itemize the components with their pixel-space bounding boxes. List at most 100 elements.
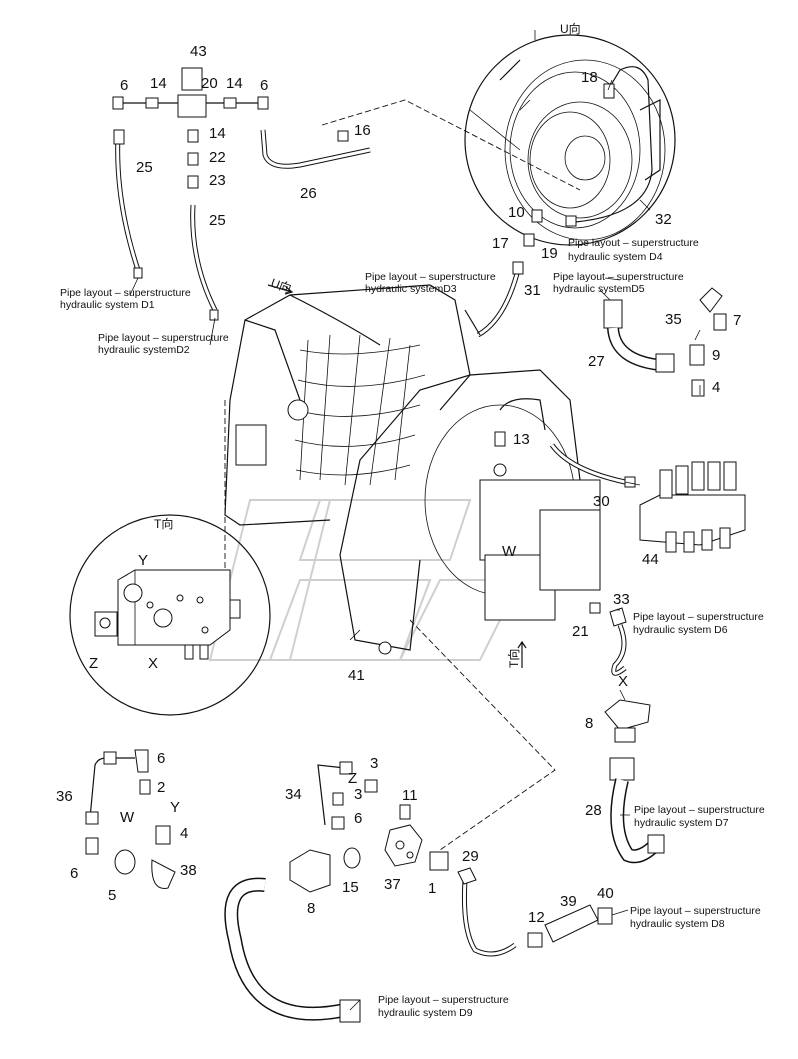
callout-44: 44 xyxy=(642,551,659,568)
callout-14: 14 xyxy=(150,75,167,92)
t-view-title: T向 xyxy=(154,516,173,531)
caption-d3-line1: Pipe layout – superstructure xyxy=(365,271,496,283)
callout-27: 27 xyxy=(588,353,605,370)
callout-6: 6 xyxy=(70,865,78,882)
callout-numbers: 43 6 14 20 14 6 14 22 23 25 25 16 26 18 … xyxy=(56,43,741,926)
pipe-layout-captions: Pipe layout – superstructure hydraulic s… xyxy=(60,237,765,1019)
caption-d4-line1: Pipe layout – superstructure xyxy=(568,237,699,249)
port-x: X xyxy=(148,655,158,672)
callout-31: 31 xyxy=(524,282,541,299)
callout-32: 32 xyxy=(655,211,672,228)
caption-d6-line2: hydraulic system D6 xyxy=(633,624,728,636)
hose-28-group xyxy=(604,699,665,864)
caption-d8-line1: Pipe layout – superstructure xyxy=(630,905,761,917)
t-view-arrow-label: T向 xyxy=(506,649,521,668)
hose-31 xyxy=(464,209,543,338)
callout-33: 33 xyxy=(613,591,630,608)
callout-17: 17 xyxy=(492,235,509,252)
callout-6: 6 xyxy=(260,77,268,94)
callout-9: 9 xyxy=(712,347,720,364)
caption-d4-line2: hydraulic system D4 xyxy=(568,251,663,263)
callout-30: 30 xyxy=(593,493,610,510)
callout-40: 40 xyxy=(597,885,614,902)
callout-14: 14 xyxy=(209,125,226,142)
port-y: Y xyxy=(138,552,148,569)
callout-5: 5 xyxy=(108,887,116,904)
hose-27-group xyxy=(603,287,727,397)
callout-3: 3 xyxy=(354,786,362,803)
hose-d9 xyxy=(224,867,517,1023)
callout-13: 13 xyxy=(513,431,530,448)
fittings-bottom-right xyxy=(527,904,613,948)
callout-20: 20 xyxy=(201,75,218,92)
callout-26: 26 xyxy=(300,185,317,202)
callout-43: 43 xyxy=(190,43,207,60)
callout-38: 38 xyxy=(180,862,197,879)
callout-8: 8 xyxy=(307,900,315,917)
fittings-bottom-left xyxy=(85,749,176,889)
port-letters: Y Z X W X W Y Z xyxy=(89,543,628,826)
top-left-hose-assembly xyxy=(112,67,371,321)
callout-22: 22 xyxy=(209,149,226,166)
u-view-detail xyxy=(464,34,676,246)
t-view-arrow xyxy=(517,640,527,668)
callout-8: 8 xyxy=(585,715,593,732)
callout-16: 16 xyxy=(354,122,371,139)
callout-6: 6 xyxy=(354,810,362,827)
callout-37: 37 xyxy=(384,876,401,893)
hose-33 xyxy=(589,602,627,676)
fittings-bottom-center xyxy=(289,761,449,893)
caption-d6-line1: Pipe layout – superstructure xyxy=(633,611,764,623)
caption-d7-line1: Pipe layout – superstructure xyxy=(634,804,765,816)
callout-28: 28 xyxy=(585,802,602,819)
callout-36: 36 xyxy=(56,788,73,805)
callout-2: 2 xyxy=(157,779,165,796)
callout-25: 25 xyxy=(136,159,153,176)
caption-d5-line2: hydraulic systemD5 xyxy=(553,283,645,295)
callout-41: 41 xyxy=(348,667,365,684)
port-w: W xyxy=(502,543,517,560)
u-view-arrow xyxy=(267,284,294,295)
callout-34: 34 xyxy=(285,786,302,803)
callout-23: 23 xyxy=(209,172,226,189)
caption-d2-line1: Pipe layout – superstructure xyxy=(98,332,229,344)
callout-7: 7 xyxy=(733,312,741,329)
port-z: Z xyxy=(89,655,98,672)
callout-6: 6 xyxy=(120,77,128,94)
callout-29: 29 xyxy=(462,848,479,865)
callout-leaders xyxy=(129,30,701,1011)
caption-d1-line1: Pipe layout – superstructure xyxy=(60,287,191,299)
callout-12: 12 xyxy=(528,909,545,926)
port-x: X xyxy=(618,673,628,690)
port-y: Y xyxy=(170,799,180,816)
caption-d3-line2: hydraulic systemD3 xyxy=(365,283,457,295)
caption-d7-line2: hydraulic system D7 xyxy=(634,817,729,829)
caption-d9-line2: hydraulic system D9 xyxy=(378,1007,473,1019)
callout-14: 14 xyxy=(226,75,243,92)
callout-11: 11 xyxy=(402,787,418,804)
winch-drum xyxy=(224,284,636,655)
callout-4: 4 xyxy=(712,379,720,396)
caption-d8-line2: hydraulic system D8 xyxy=(630,918,725,930)
u-view-title: U向 xyxy=(560,21,581,36)
valve-block-44 xyxy=(639,461,746,553)
callout-15: 15 xyxy=(342,879,359,896)
callout-10: 10 xyxy=(508,204,525,221)
t-view-detail xyxy=(69,514,271,716)
callout-6: 6 xyxy=(157,750,165,767)
callout-21: 21 xyxy=(572,623,589,640)
callout-39: 39 xyxy=(560,893,577,910)
caption-d9-line1: Pipe layout – superstructure xyxy=(378,994,509,1006)
callout-35: 35 xyxy=(665,311,682,328)
callout-1: 1 xyxy=(428,880,436,897)
callout-4: 4 xyxy=(180,825,188,842)
caption-d5-line1: Pipe layout – superstructure xyxy=(553,271,684,283)
callout-19: 19 xyxy=(541,245,558,262)
callout-3: 3 xyxy=(370,755,378,772)
port-w: W xyxy=(120,809,135,826)
leader-lines xyxy=(224,99,581,851)
caption-d1-line2: hydraulic system D1 xyxy=(60,299,155,311)
caption-d2-line2: hydraulic systemD2 xyxy=(98,344,190,356)
